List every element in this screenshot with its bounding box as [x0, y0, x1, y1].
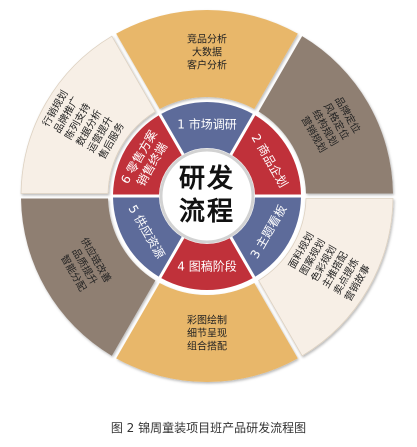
stage-segment-3	[232, 197, 301, 277]
detail-item: 彩图绘制	[187, 315, 227, 327]
outer-segment-lower-left	[21, 198, 156, 356]
detail-list-top: 竞品分析 大数据 客户分析	[187, 34, 227, 73]
detail-item: 客户分析	[187, 60, 227, 72]
detail-item: 竞品分析	[187, 34, 227, 46]
stage-label-line: 4 图稿阶段	[177, 259, 237, 274]
rd-process-diagram: 研发 流程 1 市场调研 2 商品企划 3 主题看板 4 图稿阶段 5 供应资源…	[20, 9, 394, 382]
process-wheel	[20, 9, 394, 382]
detail-item: 大数据	[192, 47, 222, 59]
inner-ring	[113, 102, 301, 290]
figure-caption: 图 2 锦周童装项目班产品研发流程图	[110, 421, 307, 435]
outer-ring	[20, 9, 394, 382]
stage-segment-4	[161, 238, 253, 290]
detail-item: 细节呈现	[187, 328, 227, 340]
stage-segment-2	[232, 115, 301, 195]
stage-segment-6	[113, 115, 182, 195]
outer-segment-top	[116, 9, 298, 110]
stage-label-1: 1 市场调研	[177, 118, 236, 133]
outer-segment-upper-right	[258, 36, 393, 194]
center-title: 研发 流程	[179, 163, 235, 229]
detail-item: 组合搭配	[187, 341, 227, 353]
center-title-line-1: 研发	[178, 164, 236, 194]
center-circle	[159, 148, 255, 244]
outer-segment-lower-right	[258, 198, 394, 357]
detail-list-bottom: 彩图绘制 细节呈现 组合搭配	[187, 315, 227, 354]
stage-segment-1	[161, 102, 253, 154]
outer-segment-upper-left	[20, 35, 156, 194]
outer-segment-bottom	[116, 282, 298, 382]
stage-segment-5	[113, 197, 182, 277]
stage-label-line: 1 市场调研	[177, 117, 237, 132]
center-title-line-2: 流程	[178, 197, 236, 227]
stage-label-4: 4 图稿阶段	[177, 260, 236, 275]
